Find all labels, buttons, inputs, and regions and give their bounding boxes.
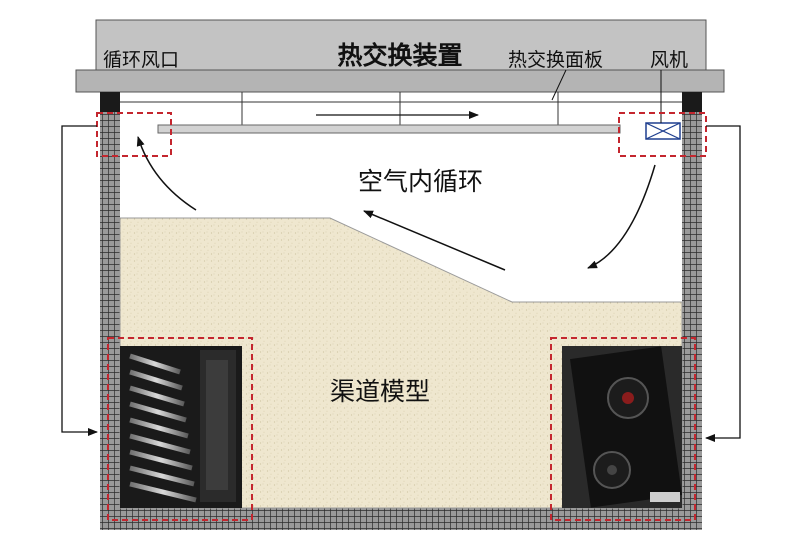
heat-exchange-device [75, 19, 725, 93]
fan-box [645, 122, 681, 140]
fan-dashed-box [618, 112, 707, 157]
right-photo [562, 346, 682, 508]
left-photo [120, 346, 242, 508]
circulation-vent-label: 循环风口 [103, 49, 179, 71]
internal-air-circulation-label: 空气内循环 [358, 167, 483, 196]
heat-exchange-device-label: 热交换装置 [337, 41, 462, 70]
photo-dashed-box-left [107, 337, 253, 521]
heat-exchange-panel [120, 92, 682, 134]
frame-walls [100, 112, 702, 530]
external-loop-right [705, 125, 741, 442]
photo-dashed-box-right [550, 337, 696, 521]
vent-dashed-box-left [96, 112, 172, 157]
heat-exchange-panel-label: 热交换面板 [508, 49, 603, 71]
flow-arrow-left-curve [136, 136, 197, 211]
flow-arrow-slope [363, 210, 506, 271]
panel-leader-line [551, 69, 567, 101]
fan-label: 风机 [650, 49, 688, 71]
channel-model-label: 渠道模型 [330, 377, 430, 406]
right-post [682, 92, 702, 112]
flow-arrow-right-curve [587, 164, 656, 269]
left-post [100, 92, 120, 112]
external-loop-left [61, 125, 98, 436]
